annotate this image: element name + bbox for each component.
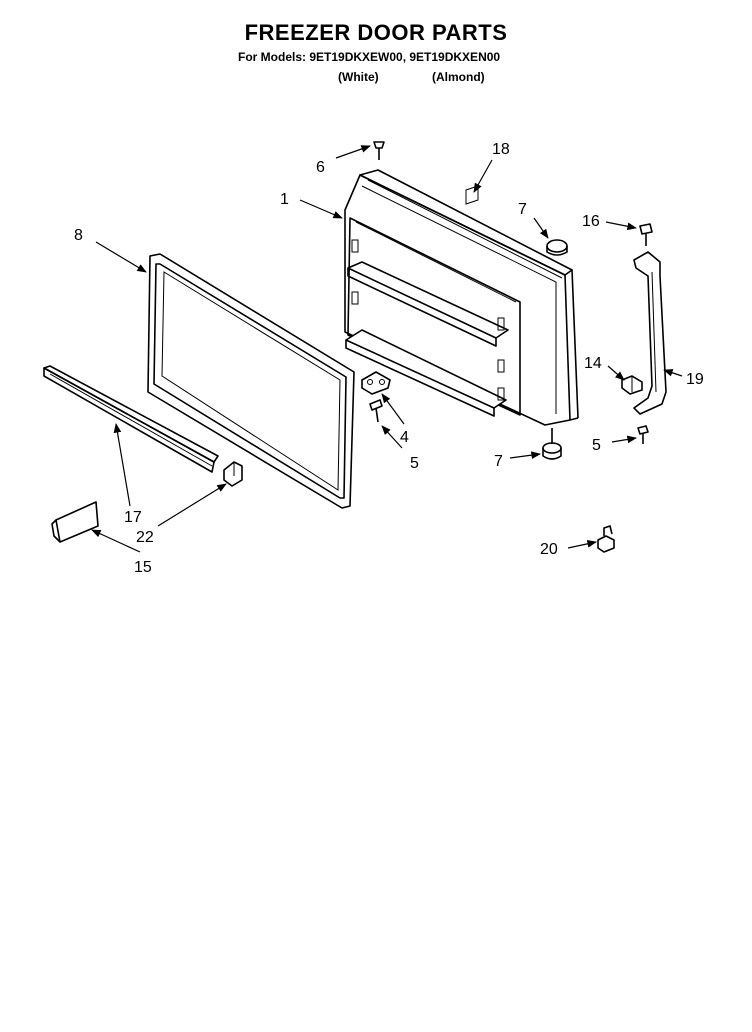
callout-5-left: 5	[410, 455, 419, 472]
callout-5-right: 5	[592, 437, 601, 454]
callout-20: 20	[540, 541, 558, 558]
callout-22: 22	[136, 529, 154, 546]
callout-6: 6	[316, 159, 325, 176]
callout-15: 15	[134, 559, 152, 576]
callout-17: 17	[124, 509, 142, 526]
part-17-door-trim	[43, 365, 219, 473]
callout-8: 8	[74, 227, 83, 244]
color-label-white: (White)	[338, 70, 379, 84]
color-label-almond: (Almond)	[432, 70, 485, 84]
part-6-screw	[373, 141, 385, 160]
part-16-screw	[639, 223, 653, 246]
part-7-bottom-bushing	[542, 428, 562, 460]
part-7-top-plug	[546, 239, 568, 256]
callout-1: 1	[280, 191, 289, 208]
part-5-screw-right	[637, 425, 649, 444]
callout-7-bottom: 7	[494, 453, 503, 470]
part-15-cover	[51, 501, 99, 543]
callout-19: 19	[686, 371, 704, 388]
part-8-door-gasket	[147, 253, 355, 509]
part-1-door-liner	[344, 169, 579, 426]
part-22-end-cap	[223, 461, 243, 487]
part-19-handle	[633, 251, 667, 415]
page-title: FREEZER DOOR PARTS	[244, 20, 508, 45]
callout-4: 4	[400, 429, 409, 446]
part-14-bracket	[621, 375, 643, 395]
callout-18: 18	[492, 141, 510, 158]
callout-7-top: 7	[518, 201, 527, 218]
model-numbers: For Models: 9ET19DKXEW00, 9ET19DKXEN00	[238, 50, 501, 64]
part-5-screw-left	[369, 399, 383, 423]
callout-16: 16	[582, 213, 600, 230]
part-4-hinge	[361, 371, 391, 395]
leader-lines	[91, 145, 683, 553]
part-20-clip	[597, 525, 615, 553]
callout-14: 14	[584, 355, 602, 372]
